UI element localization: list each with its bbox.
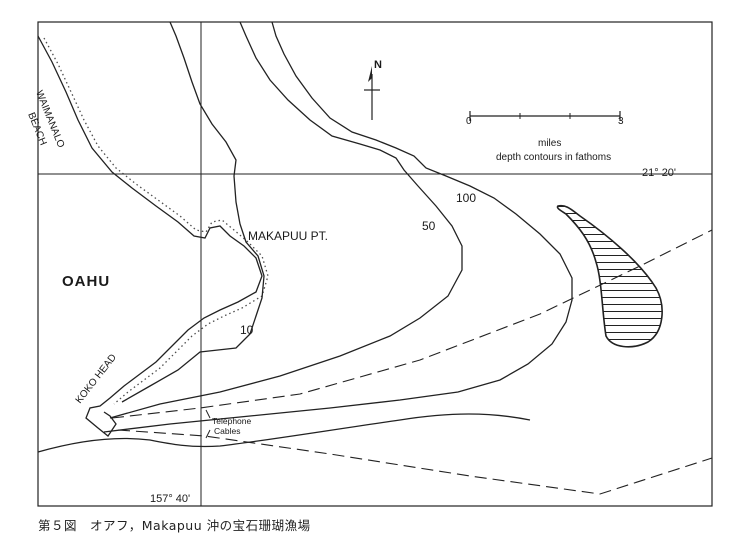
longitude-label: 157° 40': [150, 493, 190, 505]
north-arrow: N: [364, 59, 382, 120]
contour-50-label: 50: [422, 219, 436, 233]
point-label: MAKAPUU PT.: [248, 229, 328, 243]
contour-10: [121, 21, 265, 403]
cable-label-1: Telephone: [212, 416, 252, 426]
cable-label-2: Cables: [214, 426, 240, 436]
cable-line-1: [111, 229, 713, 419]
scale-unit-label: miles: [538, 138, 561, 149]
coral-bed: [556, 204, 663, 348]
scale-note-label: depth contours in fathoms: [496, 152, 611, 163]
contour-100-label: 100: [456, 191, 476, 205]
cable-pointer-1: [205, 409, 211, 419]
scale-bar: 0 3 miles depth contours in fathoms: [466, 111, 624, 163]
contour-50: [109, 21, 463, 419]
coastline: [37, 35, 269, 437]
latitude-label: 21° 20': [642, 167, 676, 179]
telephone-cables: [111, 229, 713, 495]
head-label: KOKO HEAD: [74, 352, 119, 406]
scale-end-label: 3: [618, 116, 624, 127]
cable-line-2: [117, 429, 713, 495]
scale-start-label: 0: [466, 116, 472, 127]
south-shore: [37, 413, 531, 453]
contour-10-label: 10: [240, 323, 254, 337]
map-frame: [37, 21, 713, 507]
island-label: OAHU: [62, 273, 110, 290]
cable-pointer-2: [205, 429, 211, 439]
north-label: N: [374, 59, 382, 71]
contour-100: [103, 21, 573, 433]
figure-caption: 第５図 オアフ，Makapuu 沖の宝石珊瑚漁場: [38, 518, 311, 533]
